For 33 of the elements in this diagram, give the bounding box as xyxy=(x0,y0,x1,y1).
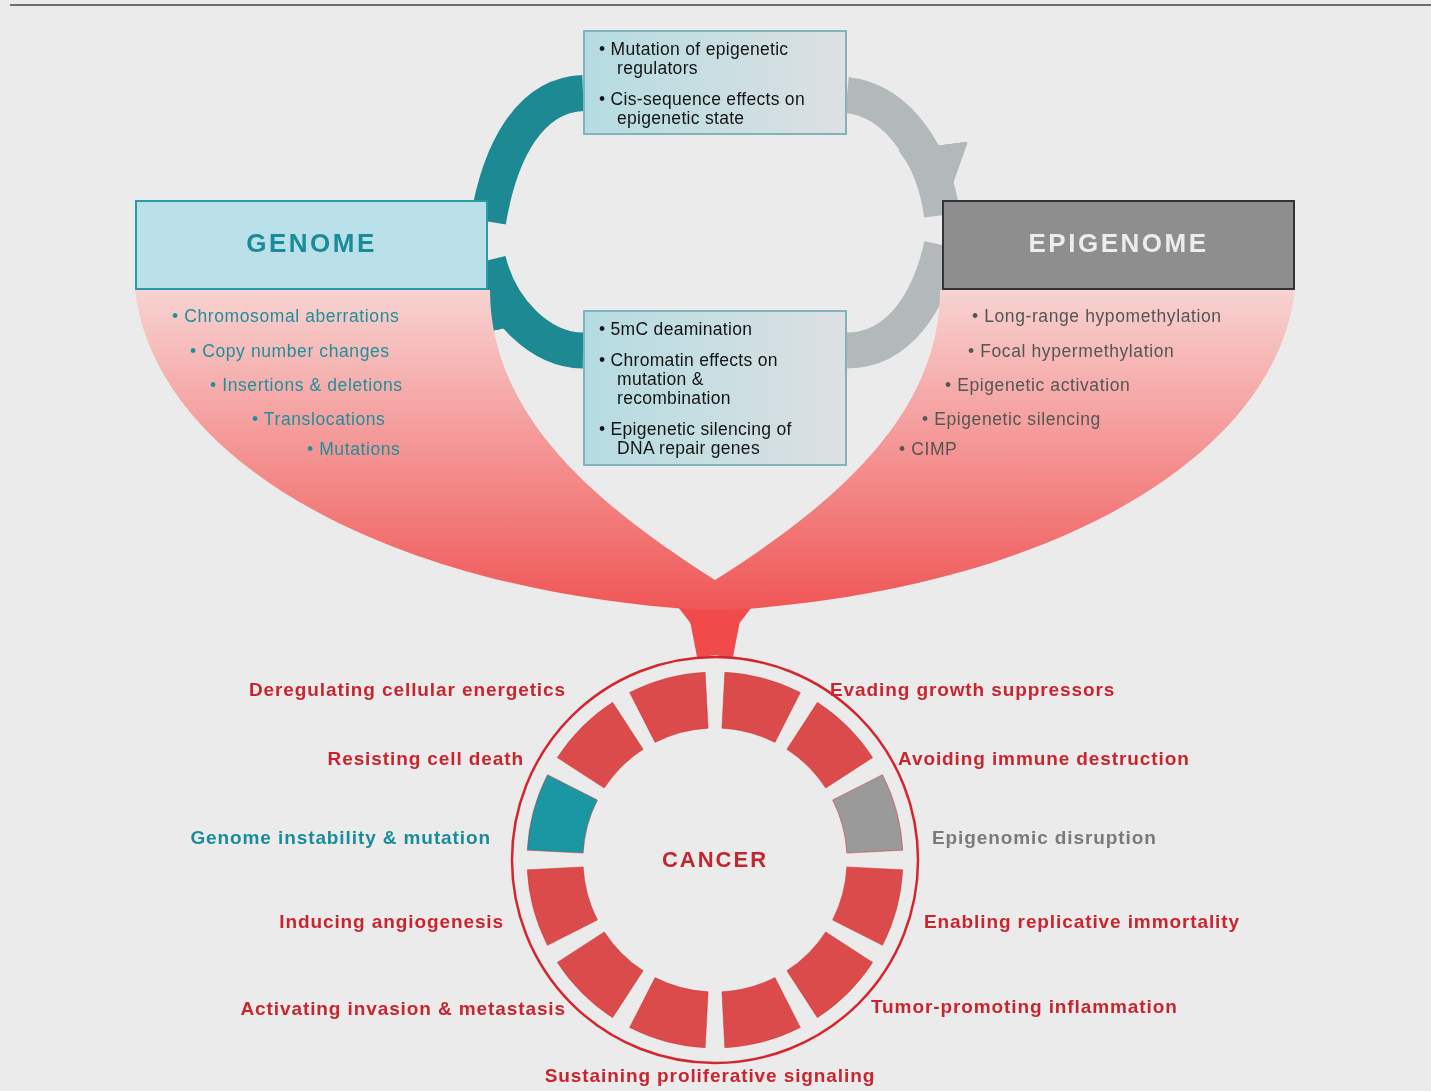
hallmark-label: Enabling replicative immortality xyxy=(924,911,1240,933)
hallmark-label: Epigenomic disruption xyxy=(932,827,1157,849)
bullet-item: • Chromatin effects on mutation & recombination xyxy=(599,351,779,408)
hallmark-label: Avoiding immune destruction xyxy=(898,748,1190,770)
bullet-item: • Insertions & deletions xyxy=(210,375,403,396)
hallmark-label: Genome instability & mutation xyxy=(190,827,491,849)
bullet-item: • Copy number changes xyxy=(190,341,390,362)
hallmark-label: Sustaining proliferative signaling xyxy=(544,1065,876,1087)
mechanism-box xyxy=(583,310,847,466)
bullet-item: • Translocations xyxy=(252,409,386,430)
hallmark-label: Deregulating cellular energetics xyxy=(248,679,566,701)
bullet-item: • Epigenetic silencing xyxy=(922,409,1101,430)
hallmark-label: Inducing angiogenesis xyxy=(279,911,504,933)
heading-text: GENOME xyxy=(245,228,378,259)
bullet-item: • Mutations xyxy=(307,439,401,460)
bullet-item: • Epigenetic activation xyxy=(945,375,1131,396)
heading-text: EPIGENOME xyxy=(1027,228,1210,259)
bullet-item: • Chromosomal aberrations xyxy=(172,306,400,327)
bullet-item: • Mutation of epigenetic regulators xyxy=(599,40,790,78)
bullet-item: • Epigenetic silencing of DNA repair genes xyxy=(599,420,793,458)
epigenome-box xyxy=(942,200,1295,290)
genome-box xyxy=(135,200,488,290)
hallmark-label: Tumor-promoting inflammation xyxy=(871,996,1178,1018)
center-label: CANCER xyxy=(660,847,770,873)
bullet-item: • Long-range hypomethylation xyxy=(972,306,1222,327)
hallmark-label: Activating invasion & metastasis xyxy=(240,998,566,1020)
bullet-item: • Focal hypermethylation xyxy=(968,341,1175,362)
mechanism-box xyxy=(583,30,847,135)
bullet-item: • CIMP xyxy=(899,439,958,460)
bullet-item: • Cis-sequence effects on epigenetic state xyxy=(599,90,806,128)
bullet-item: • 5mC deamination xyxy=(599,320,754,339)
hallmark-label: Resisting cell death xyxy=(327,748,524,770)
hallmark-label: Evading growth suppressors xyxy=(830,679,1116,701)
